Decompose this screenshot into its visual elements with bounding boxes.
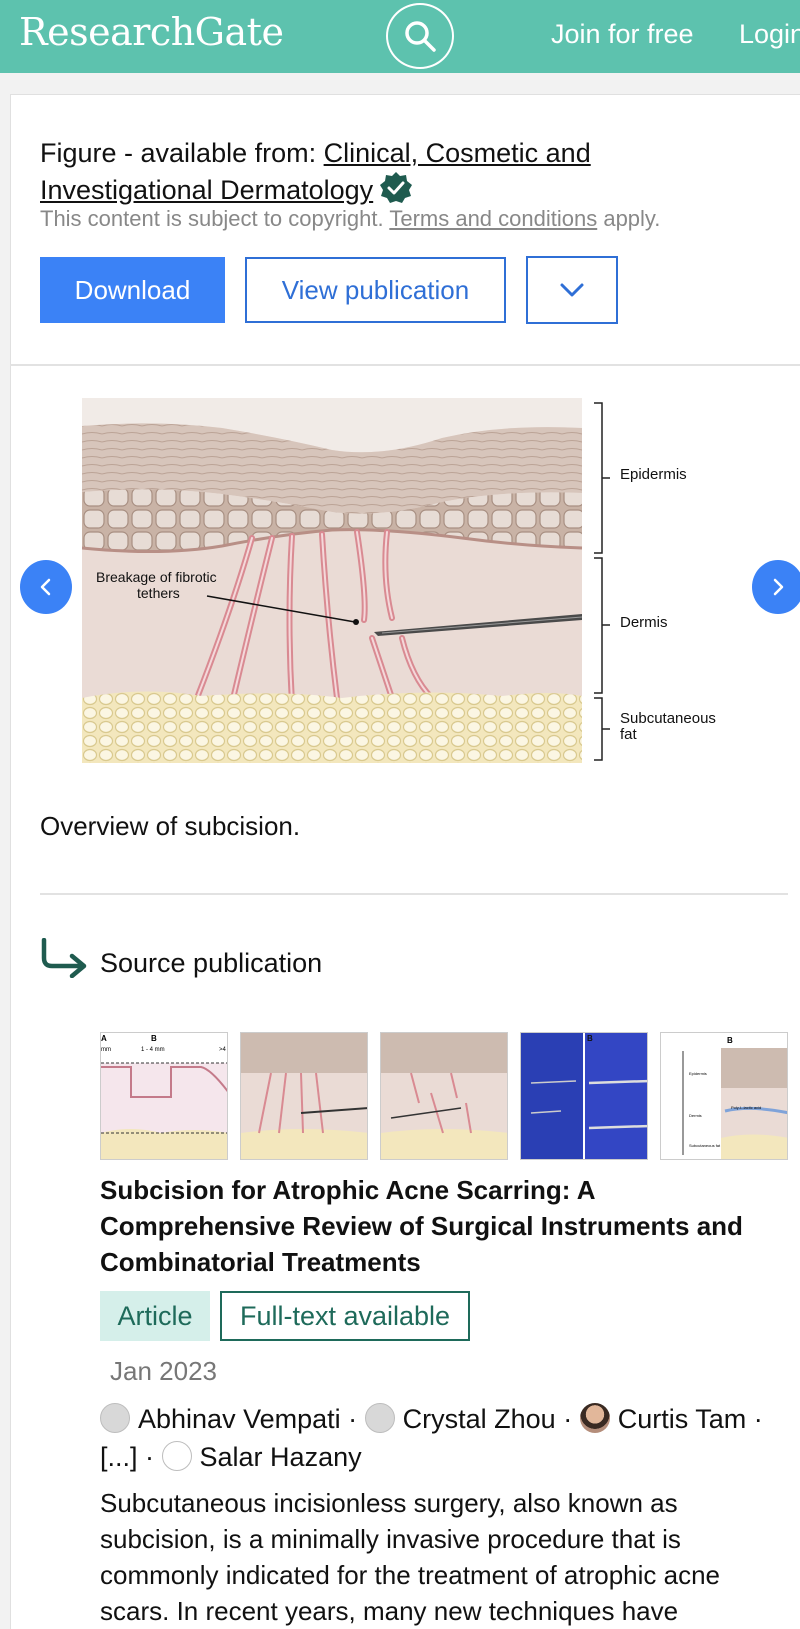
- publication-abstract: Subcutaneous incisionless surgery, also …: [100, 1488, 720, 1626]
- copyright-prefix: This content is subject to copyright.: [40, 206, 390, 231]
- chevron-down-icon: [560, 283, 584, 297]
- author-name[interactable]: Salar Hazany: [199, 1442, 362, 1472]
- avatar: [579, 1403, 610, 1433]
- thumb-label: Poly-L-lactic acid: [731, 1105, 761, 1110]
- thumb-label: 1 - 4 mm: [141, 1047, 165, 1053]
- author-name[interactable]: Crystal Zhou: [402, 1404, 556, 1434]
- thumbnail-5[interactable]: B Epidermis Dermis Subcutaneous fat Poly…: [660, 1032, 788, 1160]
- author-list: Abhinav Vempati · Crystal Zhou · Curtis …: [100, 1400, 790, 1476]
- article-type-badge: Article: [100, 1291, 210, 1341]
- author-name[interactable]: Curtis Tam: [617, 1404, 747, 1434]
- figure-image[interactable]: Epidermis Dermis Subcutaneous fat Breaka…: [81, 398, 762, 778]
- separator: ·: [555, 1404, 580, 1434]
- thumbnail-1[interactable]: A B mm 1 - 4 mm >4: [100, 1032, 228, 1160]
- label-subcutaneous: Subcutaneous: [620, 710, 716, 727]
- more-options-button[interactable]: [526, 256, 618, 324]
- label-epidermis: Epidermis: [620, 466, 687, 483]
- join-link[interactable]: Join for free: [551, 19, 694, 49]
- chevron-left-icon: [40, 578, 51, 596]
- login-link[interactable]: Login: [739, 19, 800, 49]
- availability-prefix: Figure - available from:: [40, 138, 324, 168]
- skin-diagram: [81, 398, 610, 763]
- avatar: [364, 1403, 395, 1433]
- thumb-label: B: [587, 1034, 593, 1043]
- label-tethers: tethers: [137, 585, 180, 601]
- chevron-right-icon: [773, 578, 784, 596]
- source-section-title: Source publication: [100, 948, 323, 978]
- publication-title[interactable]: Subcision for Atrophic Acne Scarring: A …: [100, 1175, 743, 1277]
- figure-caption: Overview of subcision.: [40, 811, 301, 841]
- divider: [10, 364, 800, 366]
- author-name[interactable]: Abhinav Vempati: [138, 1404, 341, 1434]
- search-icon: [405, 21, 436, 52]
- thumb-label: >4: [219, 1047, 227, 1053]
- previous-figure-button[interactable]: [20, 560, 72, 614]
- thumb-label: Dermis: [689, 1113, 702, 1118]
- thumb-label: Epidermis: [689, 1071, 707, 1076]
- thumb-label: mm: [101, 1047, 111, 1053]
- fulltext-badge: Full-text available: [220, 1291, 470, 1341]
- label-fat: fat: [620, 726, 637, 743]
- return-arrow-icon: [40, 937, 90, 983]
- verified-icon: [379, 171, 413, 214]
- thumbnail-3[interactable]: [380, 1032, 508, 1160]
- thumb-label: B: [727, 1036, 733, 1045]
- copyright-notice: This content is subject to copyright. Te…: [40, 206, 660, 232]
- publication-date: Jan 2023: [110, 1356, 217, 1386]
- journal-link[interactable]: Clinical, Cosmetic and Investigational D…: [40, 138, 591, 205]
- label-dermis: Dermis: [620, 614, 668, 631]
- avatar: [100, 1403, 130, 1433]
- figure-thumbnails: A B mm 1 - 4 mm >4: [100, 1032, 788, 1160]
- more-authors[interactable]: [...]: [100, 1442, 138, 1472]
- separator: ·: [340, 1404, 365, 1434]
- next-figure-button[interactable]: [752, 560, 800, 614]
- copyright-suffix: apply.: [597, 206, 661, 231]
- search-button[interactable]: [386, 3, 454, 69]
- thumbnail-4[interactable]: B: [520, 1032, 648, 1160]
- separator: ·: [746, 1404, 763, 1434]
- terms-link[interactable]: Terms and conditions: [389, 206, 598, 231]
- thumb-label: B: [151, 1034, 157, 1043]
- thumb-label: Subcutaneous fat: [689, 1143, 721, 1148]
- avatar: [161, 1441, 192, 1471]
- availability-text: Figure - available from: Clinical, Cosme…: [40, 135, 740, 214]
- thumb-label: A: [101, 1034, 107, 1043]
- logo[interactable]: ResearchGate: [19, 10, 284, 54]
- label-breakage: Breakage of fibrotic: [96, 569, 217, 585]
- top-bar: ResearchGate Join for free Login: [0, 0, 800, 73]
- figure-card: [10, 94, 800, 1629]
- view-publication-button[interactable]: View publication: [245, 257, 506, 323]
- thumbnail-2[interactable]: [240, 1032, 368, 1160]
- separator: ·: [137, 1442, 162, 1472]
- divider: [40, 893, 788, 895]
- download-button[interactable]: Download: [40, 257, 225, 323]
